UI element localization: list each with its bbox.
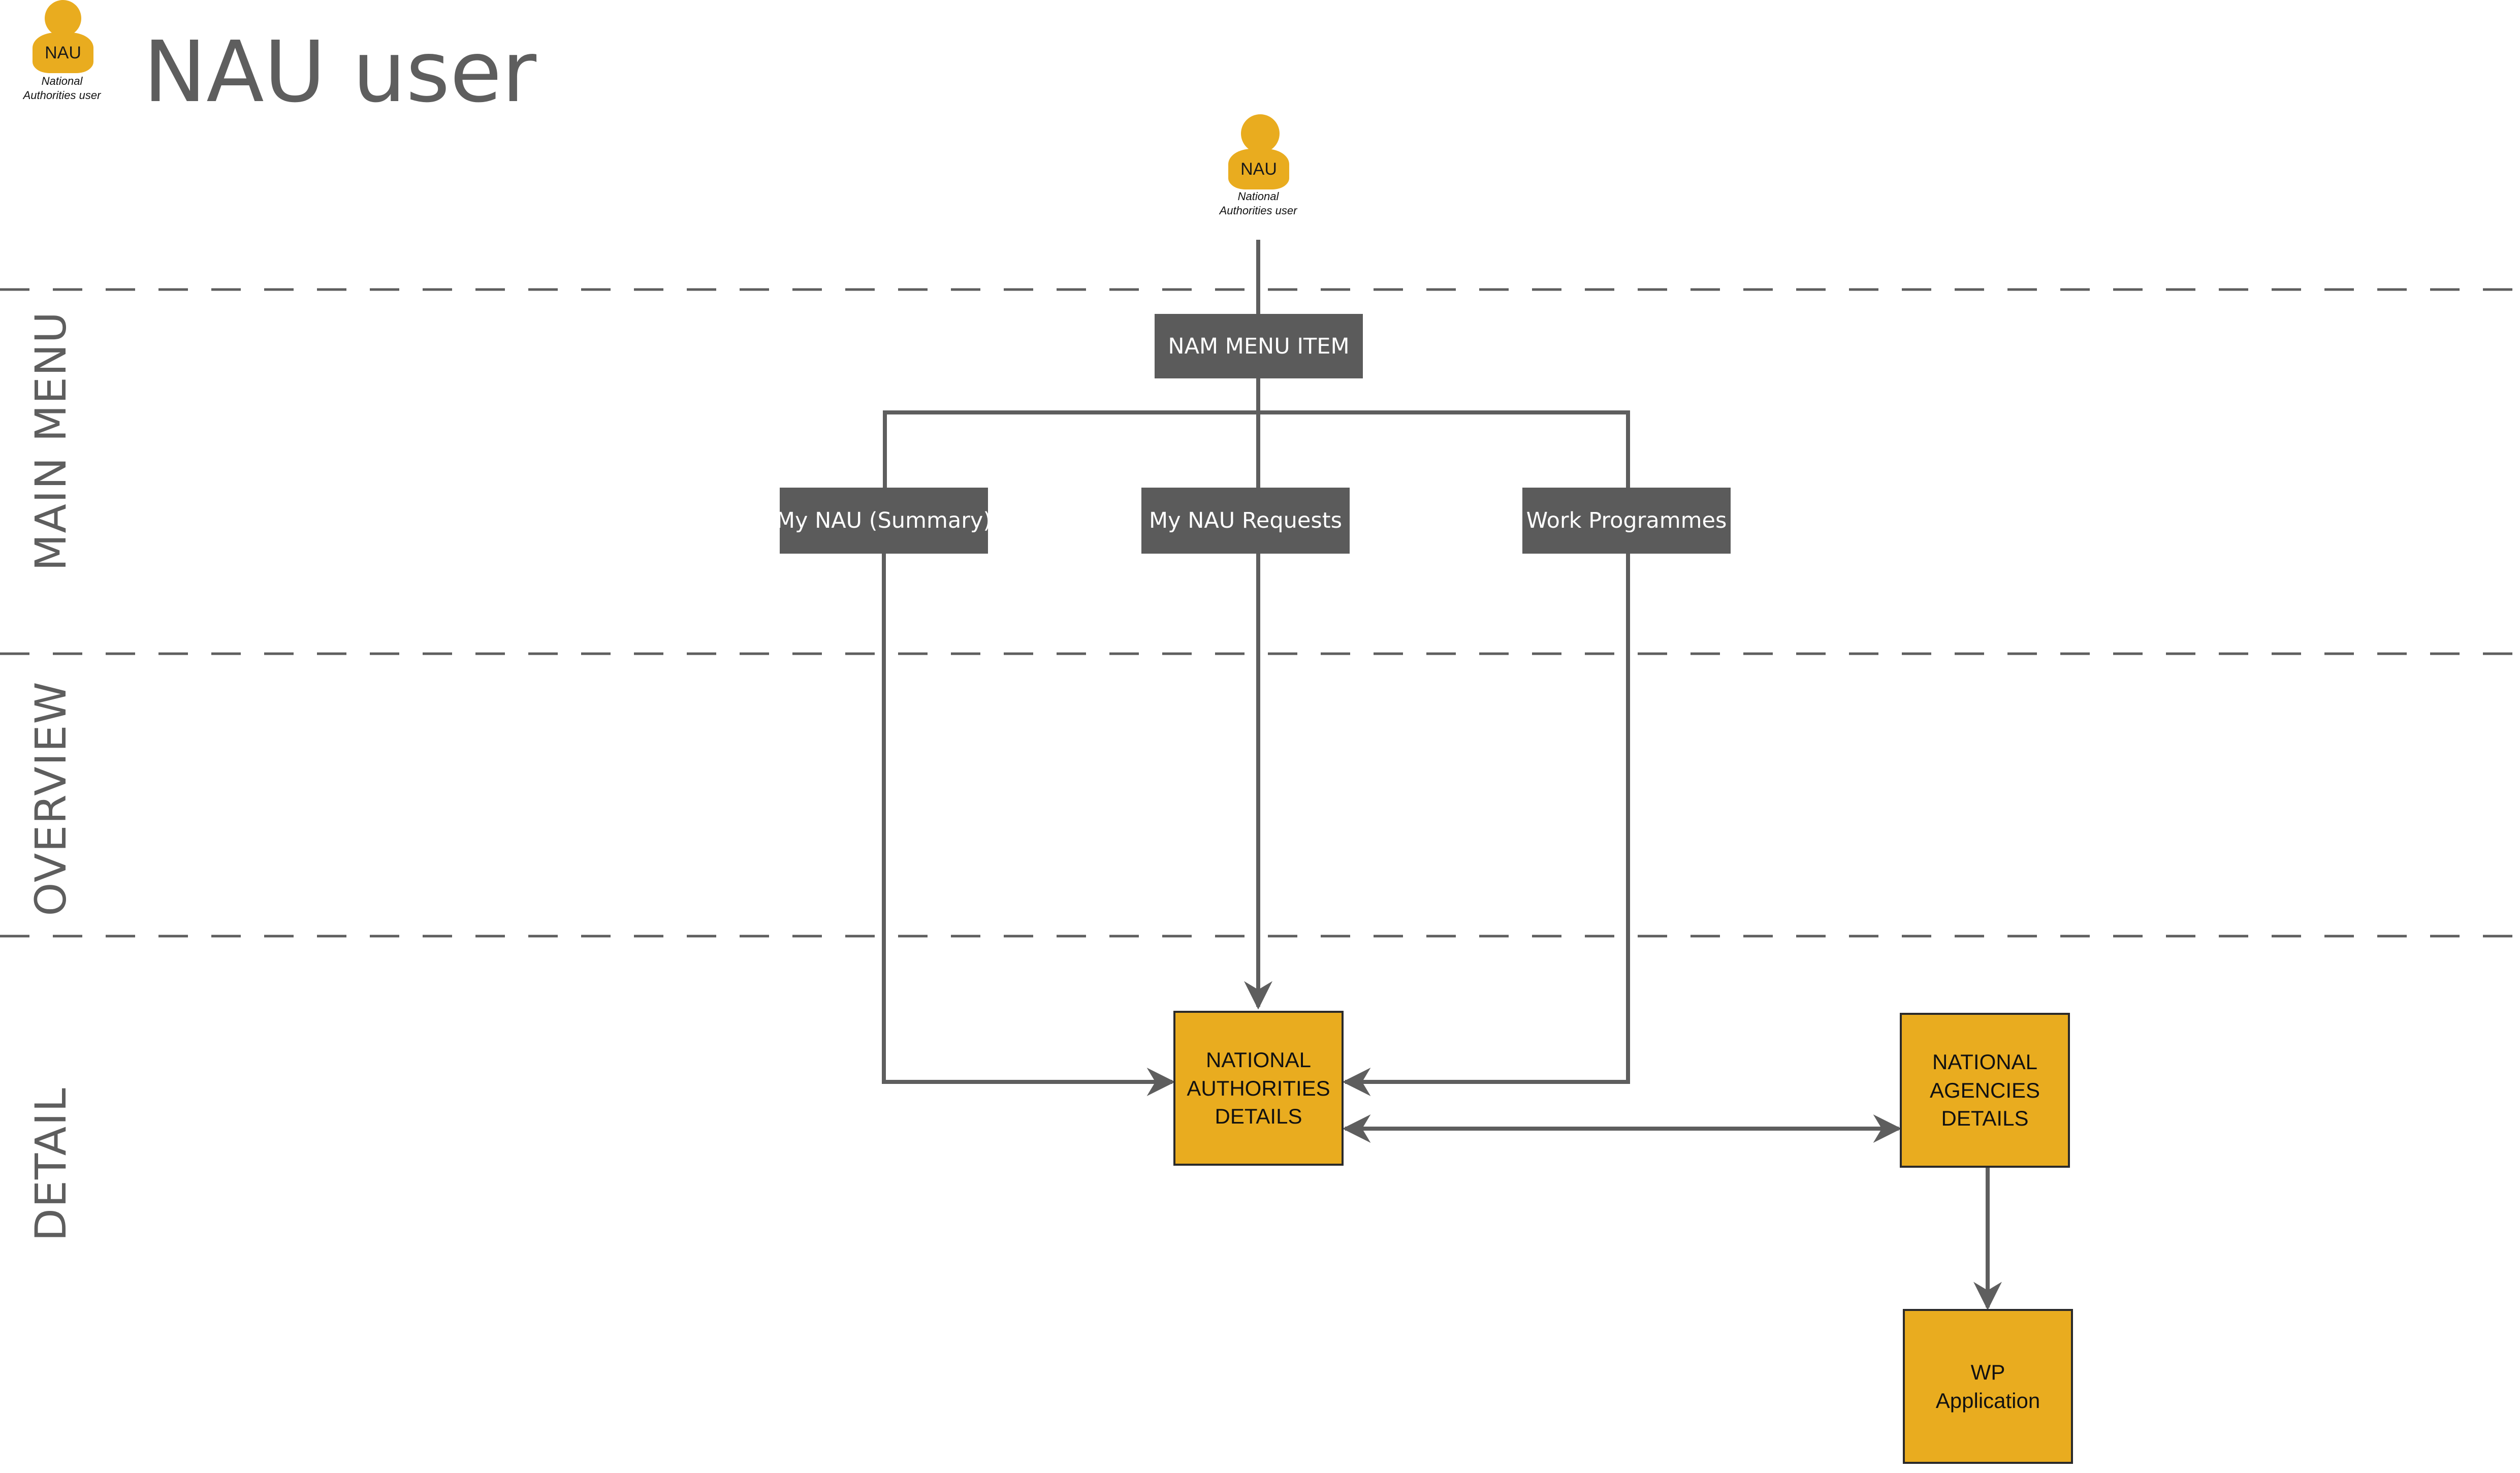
connector-branch-bar: [883, 410, 1630, 488]
actor-badge-label: NAU: [45, 43, 81, 62]
connector-programmes-to-na-details: [1342, 554, 1630, 1096]
actor-body-icon: NAU: [33, 33, 93, 73]
detail-national-agencies[interactable]: NATIONAL AGENCIES DETAILS: [1900, 1013, 2070, 1168]
menu-root-nam-menu-item[interactable]: NAM MENU ITEM: [1155, 314, 1363, 378]
actor-body-icon: NAU: [1228, 149, 1289, 189]
lane-label-detail: DETAIL: [26, 1087, 76, 1241]
actor-head-icon: [1241, 114, 1280, 153]
lane-label-main-menu: MAIN MENU: [26, 310, 76, 571]
lane-label-overview: OVERVIEW: [26, 681, 76, 916]
actor-badge-label: NAU: [1240, 159, 1277, 179]
page-title: NAU user: [143, 23, 537, 121]
detail-wp-application[interactable]: WP Application: [1903, 1309, 2073, 1464]
actor-badge-header: NAU National Authorities user: [1, 0, 123, 107]
menu-item-my-nau-requests[interactable]: My NAU Requests: [1141, 488, 1350, 554]
detail-national-authorities[interactable]: NATIONAL AUTHORITIES DETAILS: [1173, 1011, 1344, 1166]
actor-head-icon: [45, 0, 81, 37]
menu-item-my-nau-summary[interactable]: My NAU (Summary): [776, 488, 992, 554]
actor-badge-flow: NAU National Authorities user: [1197, 114, 1319, 221]
connector-summary-to-na-details: [882, 554, 1175, 1096]
actor-caption: National Authorities user: [23, 75, 101, 102]
menu-item-work-programmes[interactable]: Work Programmes: [1522, 488, 1731, 554]
actor-caption: National Authorities user: [1219, 190, 1297, 217]
